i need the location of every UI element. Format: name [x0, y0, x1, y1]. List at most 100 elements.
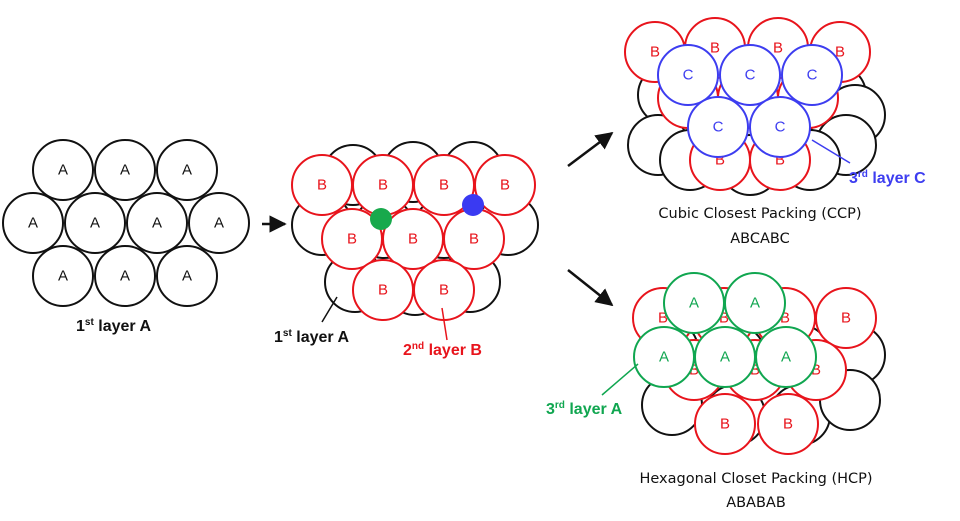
sphere-letter: A	[214, 215, 224, 232]
layer-b-sphere: B	[757, 393, 819, 455]
third-layer-a-num: 3	[546, 401, 555, 418]
second-layer-caption-sup: nd	[412, 341, 424, 352]
ccp-panel: BBBBBBBBBCCCCC	[624, 17, 886, 196]
first-layer-caption-text: layer A	[94, 318, 152, 335]
sphere-letter: A	[152, 215, 162, 232]
layer-a-top-sphere: A	[755, 326, 817, 388]
sphere-outline	[156, 139, 218, 201]
hcp-title: Hexagonal Closet Packing (HCP)	[639, 471, 872, 487]
third-layer-c-num: 3	[849, 170, 858, 187]
second-layer-pointer	[441, 307, 448, 341]
layer-a-top-sphere: A	[633, 326, 695, 388]
third-layer-a-text: layer A	[565, 401, 623, 418]
sphere-letter: C	[807, 67, 818, 84]
sphere-outline	[755, 326, 817, 388]
first-layer-caption: 1st layer A	[76, 317, 151, 335]
sphere-outline	[156, 245, 218, 307]
sphere-letter: B	[773, 40, 783, 57]
arrow-to-hcp	[567, 269, 614, 307]
sphere-letter: B	[750, 362, 760, 379]
sphere-letter: B	[780, 310, 790, 327]
third-layer-c-sup: rd	[858, 169, 868, 180]
sphere-outline	[64, 192, 126, 254]
sphere-letter: C	[713, 119, 724, 136]
sphere-letter: B	[439, 177, 449, 194]
layer-b-sphere: B	[413, 154, 475, 216]
sphere-letter: A	[120, 268, 130, 285]
sphere-outline	[32, 139, 94, 201]
sphere-letter: B	[710, 40, 720, 57]
sphere-letter: A	[182, 268, 192, 285]
layer-a-sphere: A	[32, 139, 94, 201]
layer-a-sphere: A	[156, 245, 218, 307]
second-panel-first-layer-sup: st	[283, 328, 293, 339]
sphere-letter: A	[182, 162, 192, 179]
sphere-outline	[687, 96, 749, 158]
layer-a-sphere: A	[64, 192, 126, 254]
sphere-letter: B	[469, 231, 479, 248]
sphere-outline	[126, 192, 188, 254]
sphere-letter: B	[689, 362, 699, 379]
layer-b-sphere: B	[352, 154, 414, 216]
sphere-letter: A	[90, 215, 100, 232]
sphere-outline	[2, 192, 64, 254]
sphere-letter: A	[750, 295, 760, 312]
sphere-letter: B	[775, 152, 785, 169]
layer-c-sphere: C	[657, 44, 719, 106]
layer-b-sphere: B	[352, 259, 414, 321]
first-layer-caption-sup: st	[85, 317, 95, 328]
layer-c-sphere: C	[749, 96, 811, 158]
sphere-outline	[815, 287, 877, 349]
sphere-outline	[724, 272, 786, 334]
third-layer-a-sup: rd	[555, 400, 565, 411]
sphere-letter: B	[811, 362, 821, 379]
second-layer-caption-num: 2	[403, 342, 412, 359]
ccp-void-marker	[462, 194, 484, 216]
sphere-outline	[657, 44, 719, 106]
sphere-letter: A	[120, 162, 130, 179]
third-layer-c-text: layer C	[868, 170, 926, 187]
first-layer-pointer	[321, 296, 338, 323]
sphere-letter: A	[58, 268, 68, 285]
layer-a-sphere: A	[156, 139, 218, 201]
first-layer-caption-num: 1	[76, 318, 85, 335]
sphere-outline	[32, 245, 94, 307]
layer-a-sphere: A	[32, 245, 94, 307]
second-layer-caption: 2nd layer B	[403, 341, 482, 359]
sphere-letter: B	[408, 231, 418, 248]
arrow-to-ccp	[567, 131, 614, 167]
layer-c-sphere: C	[719, 44, 781, 106]
layer-b-sphere: B	[815, 287, 877, 349]
sphere-outline	[474, 154, 536, 216]
sphere-letter: B	[720, 416, 730, 433]
sphere-letter: A	[28, 215, 38, 232]
sphere-letter: C	[775, 119, 786, 136]
layer-b-sphere: B	[443, 208, 505, 270]
second-layer-caption-text: layer B	[424, 342, 482, 359]
second-panel-first-layer-num: 1	[274, 329, 283, 346]
second-panel-first-layer-caption: 1st layer A	[274, 328, 349, 346]
layer-a-sphere: A	[94, 139, 156, 201]
layer-c-sphere: C	[781, 44, 843, 106]
sphere-letter: B	[347, 231, 357, 248]
layer-b-sphere: B	[382, 208, 444, 270]
layer-b-sphere: B	[694, 393, 756, 455]
sphere-letter: B	[719, 310, 729, 327]
layer-a-top-sphere: A	[724, 272, 786, 334]
sphere-letter: A	[659, 349, 669, 366]
sphere-letter: B	[841, 310, 851, 327]
sphere-outline	[749, 96, 811, 158]
sphere-outline	[694, 393, 756, 455]
sphere-outline	[94, 139, 156, 201]
sphere-outline	[188, 192, 250, 254]
layer-b-sphere: B	[291, 154, 353, 216]
sphere-outline	[781, 44, 843, 106]
layer-b-sphere: B	[474, 154, 536, 216]
sphere-letter: A	[781, 349, 791, 366]
sphere-letter: B	[439, 282, 449, 299]
sphere-letter: B	[658, 310, 668, 327]
sphere-outline	[94, 245, 156, 307]
sphere-letter: B	[835, 44, 845, 61]
sphere-letter: B	[783, 416, 793, 433]
